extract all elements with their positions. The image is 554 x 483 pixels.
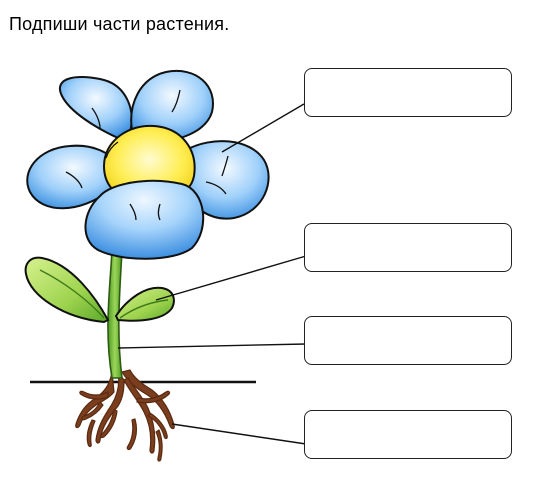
pointer-stem: [117, 343, 307, 349]
flower: [26, 69, 270, 260]
leaf-left: [24, 256, 110, 324]
worksheet-title: Подпиши части растения.: [9, 14, 230, 34]
answer-box-root[interactable]: [304, 410, 512, 459]
petal-front: [84, 179, 205, 260]
leaf-left-vein: [39, 269, 105, 319]
leaf-right: [114, 286, 175, 322]
petal-top-right: [130, 69, 214, 144]
pointer-flower: [221, 103, 305, 153]
petal-top-left: [59, 76, 133, 140]
answer-box-leaf[interactable]: [304, 223, 512, 272]
leaf-right-vein: [119, 299, 169, 319]
stem: [107, 249, 123, 379]
roots: [75, 369, 175, 462]
pointer-root: [171, 423, 307, 445]
answer-box-stem[interactable]: [304, 316, 512, 365]
petal-details: [65, 89, 229, 221]
pointer-leaf: [155, 255, 307, 301]
answer-box-flower[interactable]: [304, 68, 512, 117]
